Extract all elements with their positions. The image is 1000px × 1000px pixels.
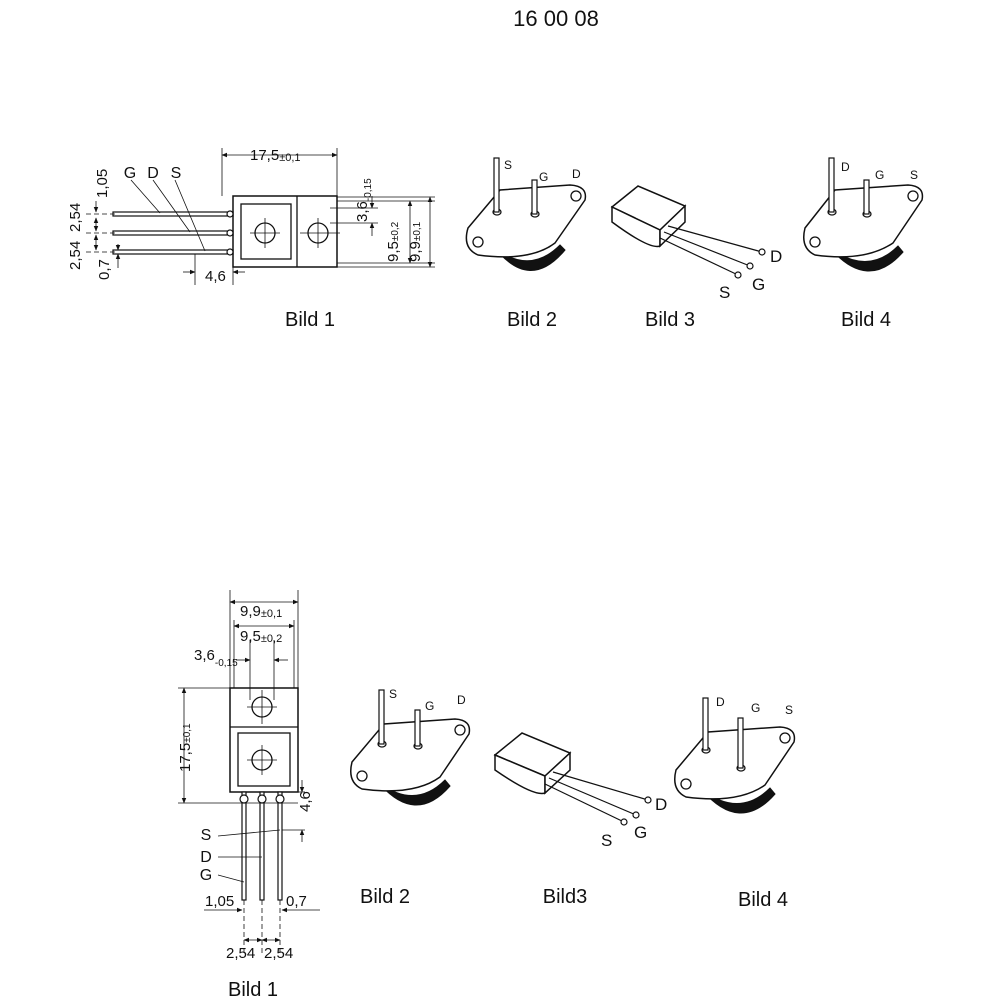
bottom-caption-fig3: Bild3: [543, 886, 587, 908]
top-dim-w1: 9,5±0,2: [385, 221, 402, 262]
bottom-dim-46: 4,6: [297, 791, 314, 812]
top-caption-fig2: Bild 2: [507, 309, 557, 331]
top-fig4-drawing: [803, 157, 924, 272]
bottom-dim-len: 17,5±0,1: [177, 723, 194, 772]
bottom-caption-fig2: Bild 2: [360, 886, 410, 908]
bottom-fig4-pin-d: D: [716, 695, 725, 709]
top-fig4-pin-d: D: [841, 160, 850, 174]
bottom-fig3-pin-d: D: [655, 795, 667, 814]
bottom-dim-07: 0,7: [286, 893, 307, 910]
bottom-dim-105: 1,05: [205, 893, 234, 910]
top-fig3-pin-g: G: [752, 275, 765, 294]
bottom-fig4-drawing: [674, 697, 796, 814]
top-dim-w2: 9,9±0,1: [407, 221, 424, 262]
top-caption-fig1: Bild 1: [285, 309, 335, 331]
bottom-fig3-pin-g: G: [634, 823, 647, 842]
bottom-fig3-pin-s: S: [601, 831, 612, 850]
top-caption-fig4: Bild 4: [841, 309, 891, 331]
bottom-fig1-label-s: S: [201, 827, 212, 844]
top-fig3-drawing: [610, 185, 766, 279]
bottom-fig4-pin-g: G: [751, 701, 760, 715]
top-fig2-pin-s: S: [504, 158, 512, 172]
bottom-fig1-label-d: D: [200, 849, 212, 866]
bottom-dim-hole: 3,6-0,15: [194, 647, 238, 669]
top-fig2-pin-d: D: [572, 167, 581, 181]
bottom-fig2-drawing: [350, 689, 471, 806]
top-caption-fig3: Bild 3: [645, 309, 695, 331]
top-dim-07: 0,7: [96, 259, 113, 280]
bottom-dim-w2: 9,9±0,1: [240, 603, 282, 620]
top-fig4-pin-g: G: [875, 168, 884, 182]
top-fig1-drawing: [86, 148, 435, 285]
top-fig1-label-g: G: [124, 165, 136, 182]
top-fig1-labels: G D S 17,5±0,1 3,6-0,15 9,5±0,2 9,9±0,1 …: [67, 147, 424, 285]
top-dim-len-main: 17,5±0,1: [250, 147, 301, 164]
top-fig2-pin-g: G: [539, 170, 548, 184]
bottom-dim-254a: 2,54: [226, 945, 255, 962]
bottom-caption-fig4: Bild 4: [738, 889, 788, 911]
top-dim-254b: 2,54: [67, 241, 84, 270]
bottom-fig3-drawing: [493, 732, 652, 826]
top-fig3-pin-s: S: [719, 283, 730, 302]
bottom-dim-w1: 9,5±0,2: [240, 628, 282, 645]
top-fig3-pin-d: D: [770, 247, 782, 266]
top-fig2-drawing: [465, 157, 587, 271]
bottom-fig2-pin-g: G: [425, 699, 434, 713]
bottom-fig1-drawing: [178, 590, 320, 955]
top-fig1-label-s: S: [171, 165, 182, 182]
top-fig1-package: [232, 195, 338, 268]
bottom-dim-254b: 2,54: [264, 945, 293, 962]
bottom-fig4-pin-s: S: [785, 703, 793, 717]
top-fig1-label-d: D: [147, 165, 159, 182]
top-dim-105: 1,05: [94, 169, 111, 198]
top-dim-hole: 3,6-0,15: [354, 178, 374, 222]
top-fig4-pin-s: S: [910, 168, 918, 182]
top-dim-254a: 2,54: [67, 203, 84, 232]
bottom-caption-fig1: Bild 1: [228, 979, 278, 1000]
header-number: 16 00 08: [513, 6, 599, 31]
bottom-fig1-package: [229, 687, 299, 793]
bottom-fig1-label-g: G: [200, 867, 212, 884]
top-dim-46: 4,6: [205, 268, 226, 285]
bottom-fig2-pin-d: D: [457, 693, 466, 707]
bottom-fig1-labels: S D G 9,9±0,1 9,5±0,2 3,6-0,15 17,5±0,1 …: [177, 603, 314, 962]
bottom-fig2-pin-s: S: [389, 687, 397, 701]
